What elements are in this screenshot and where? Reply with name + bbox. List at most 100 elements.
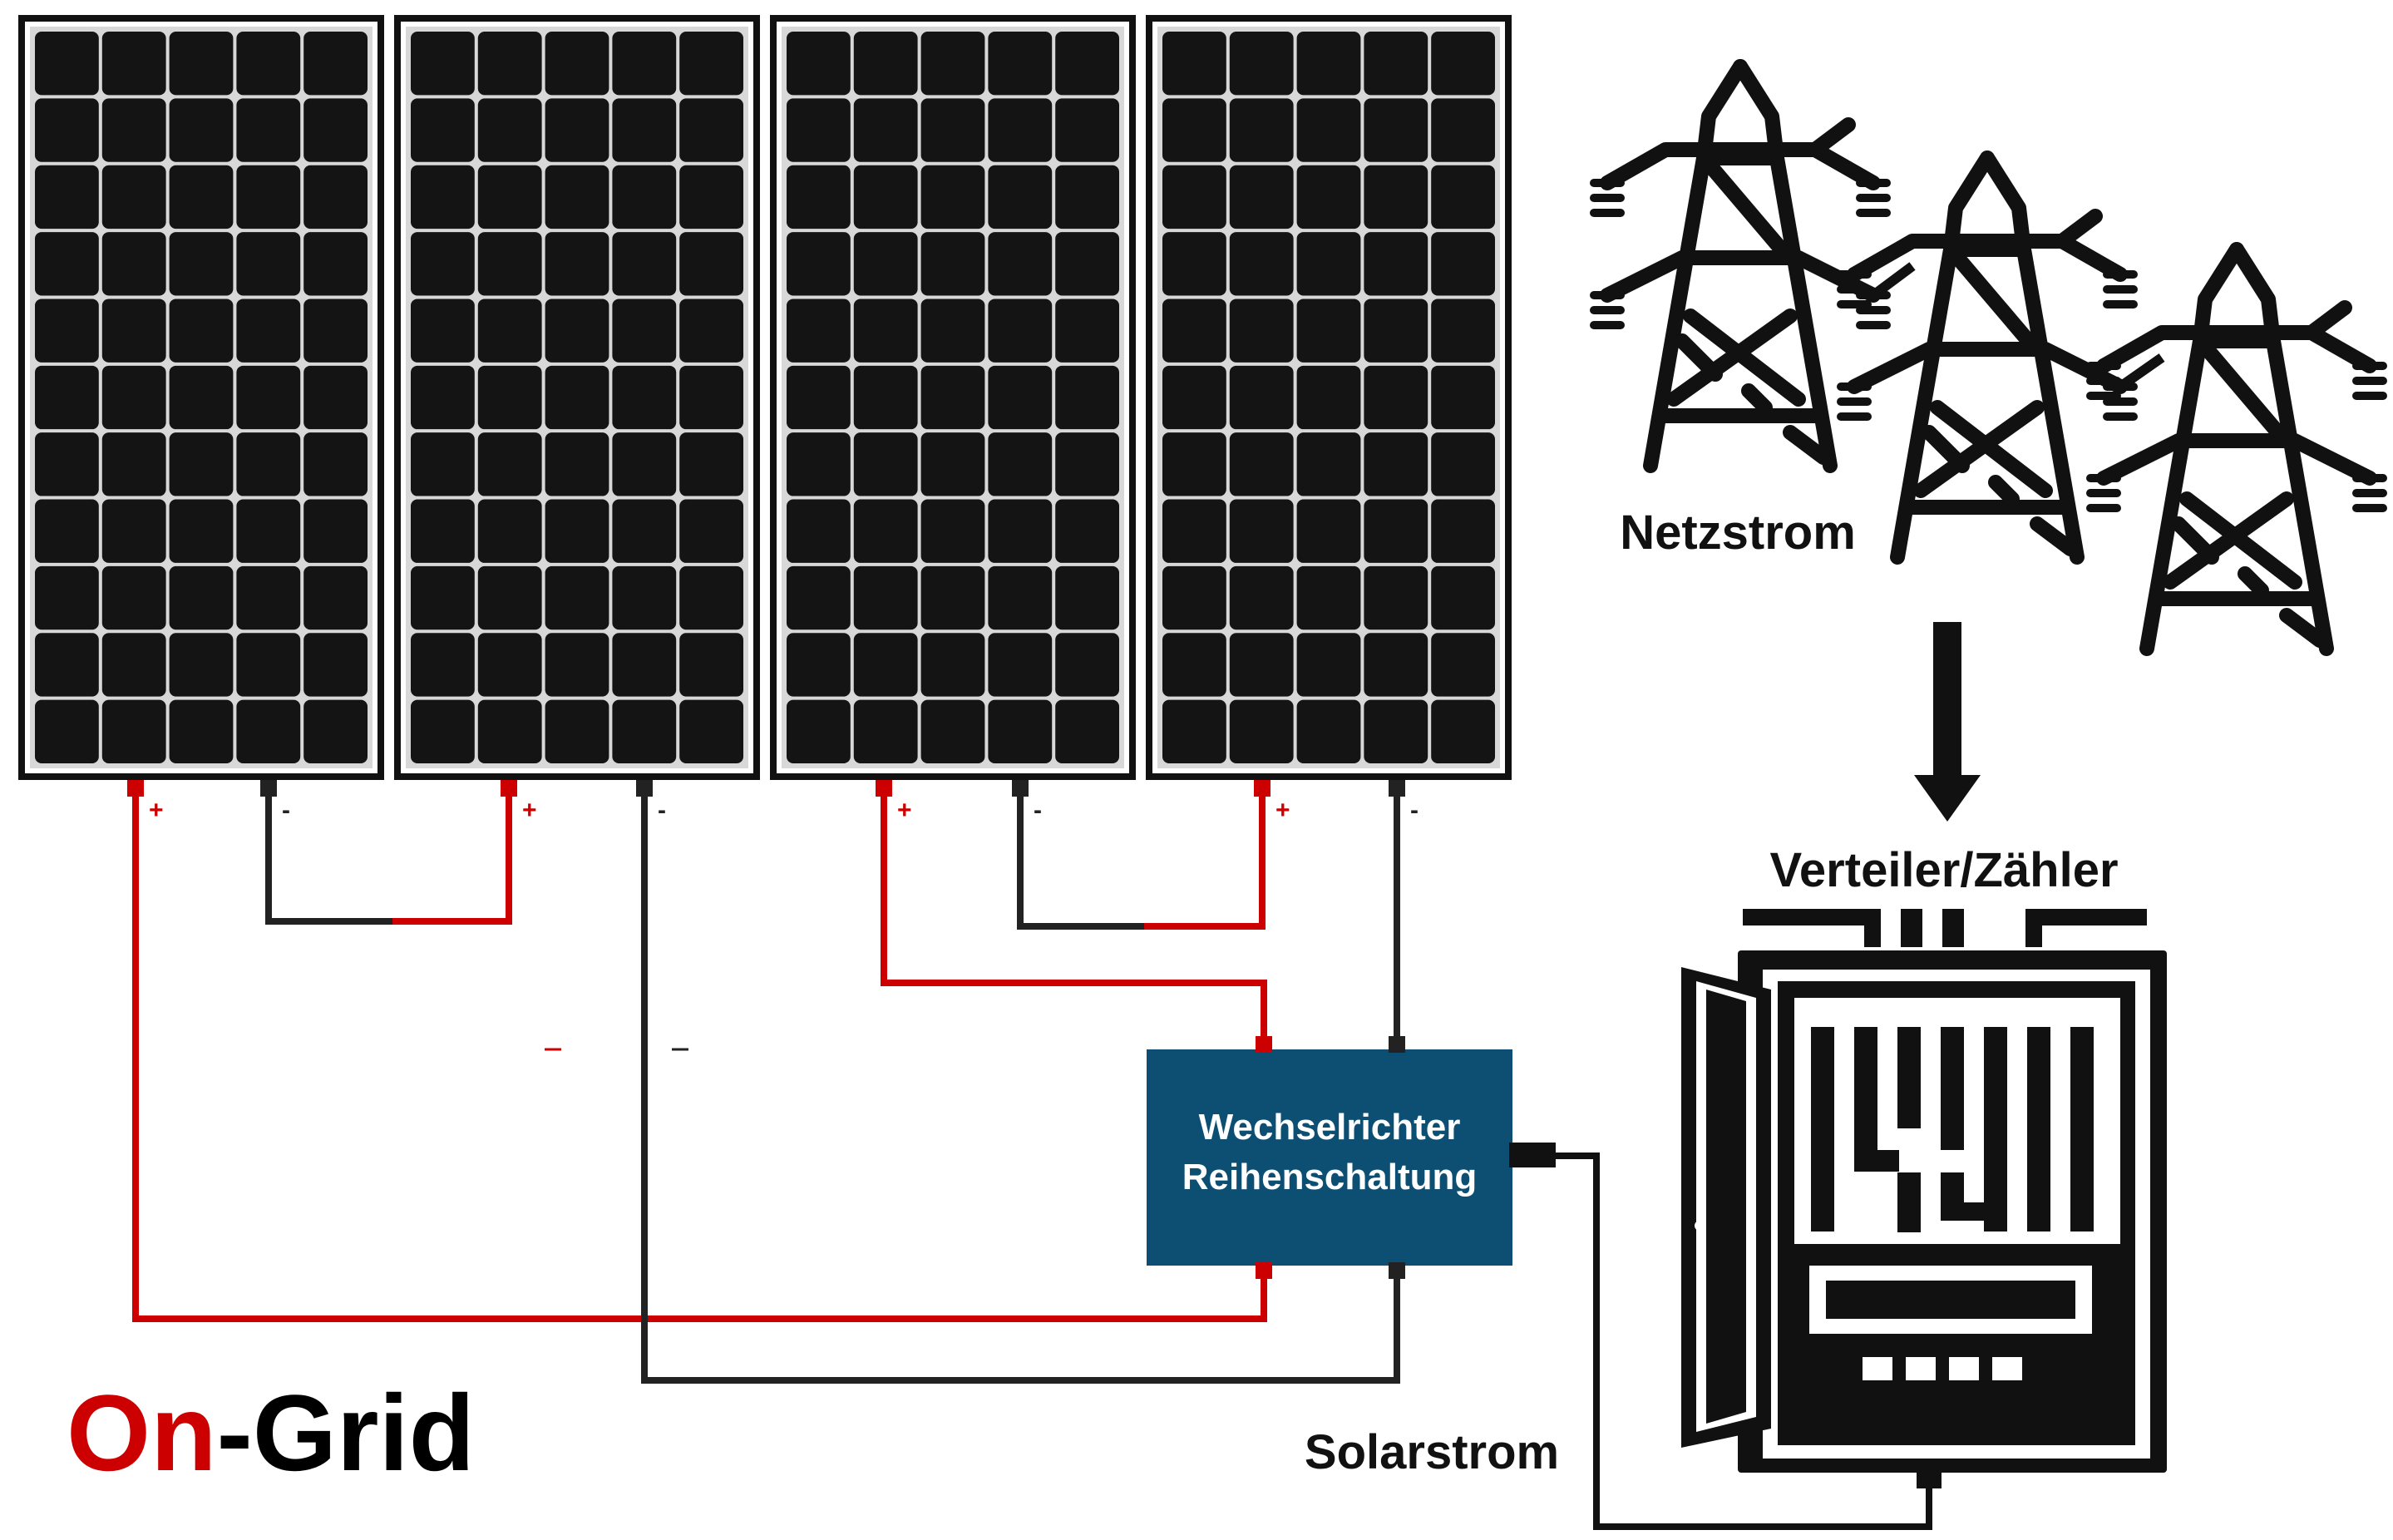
inverter: Wechselrichter Reihenschaltung (1147, 1036, 1556, 1279)
solar-cell (787, 32, 851, 96)
solar-cell (545, 432, 609, 496)
solar-cell (1162, 299, 1226, 363)
inverter-label-line1: Wechselrichter (1199, 1107, 1461, 1148)
solar-cell (612, 565, 677, 630)
solar-cell (920, 633, 985, 697)
solar-cell (679, 32, 743, 96)
solar-cell (679, 633, 743, 697)
solar-cell (1296, 699, 1361, 763)
solar-cell (169, 633, 234, 697)
solar-cell (988, 565, 1053, 630)
solar-cell (35, 98, 99, 162)
solar-cell (988, 432, 1053, 496)
power-towers (1590, 59, 2387, 656)
solar-cell (35, 565, 99, 630)
solar-cell (612, 365, 677, 430)
solar-cell (303, 633, 368, 697)
solar-cell (988, 633, 1053, 697)
terminal-minus-label: - (1410, 797, 1419, 824)
solar-cell (1055, 98, 1119, 162)
solar-cell (853, 232, 918, 296)
solar-cell (545, 232, 609, 296)
solar-cell (101, 32, 166, 96)
terminal-minus (636, 780, 653, 797)
solar-cell (545, 565, 609, 630)
wire-series-link-2-red (1141, 790, 1266, 930)
solar-cell (477, 565, 542, 630)
solar-cell (303, 432, 368, 496)
solar-cell (787, 699, 851, 763)
solar-cell (303, 499, 368, 563)
solar-cell (1229, 565, 1294, 630)
solar-cell (411, 365, 475, 430)
solar-cell (1229, 633, 1294, 697)
solar-cell (1162, 699, 1226, 763)
solar-cell (1364, 232, 1428, 296)
solar-cell (1296, 32, 1361, 96)
title-on: On (67, 1372, 217, 1493)
solar-cell (477, 365, 542, 430)
solar-cell (853, 32, 918, 96)
solar-cell (101, 299, 166, 363)
solar-cell (787, 633, 851, 697)
solar-cell (236, 365, 301, 430)
solar-cell (101, 98, 166, 162)
solar-cell (101, 365, 166, 430)
solar-cell (1431, 432, 1495, 496)
solar-cell (787, 165, 851, 230)
solar-cell (411, 432, 475, 496)
solar-cell (853, 299, 918, 363)
solar-cell (1229, 299, 1294, 363)
solar-cell (1364, 165, 1428, 230)
solar-cell (787, 499, 851, 563)
solar-panels (18, 15, 1512, 780)
solar-cell (1162, 232, 1226, 296)
solar-cell (477, 32, 542, 96)
solar-cell (612, 633, 677, 697)
solar-cell (1296, 98, 1361, 162)
solar-cell (411, 232, 475, 296)
solar-cell (545, 299, 609, 363)
solar-cell (169, 432, 234, 496)
solar-cell (920, 98, 985, 162)
solar-cell (236, 232, 301, 296)
solar-cell (1364, 699, 1428, 763)
solar-cell (1296, 365, 1361, 430)
solar-cell (101, 165, 166, 230)
solar-cell (853, 499, 918, 563)
solar-cell (101, 633, 166, 697)
solar-cell (1055, 432, 1119, 496)
terminal-minus-label: - (282, 797, 290, 824)
solar-cell (1229, 98, 1294, 162)
wire-series-link-1-red (389, 790, 512, 925)
solar-cell (1229, 499, 1294, 563)
wire-series-link-1-black (265, 790, 392, 925)
terminal-plus-label: + (149, 797, 164, 824)
inverter-plug-out-plus (1256, 1262, 1272, 1279)
solar-cell (988, 499, 1053, 563)
solar-cell (920, 299, 985, 363)
solar-cell (612, 499, 677, 563)
solar-cell (920, 165, 985, 230)
solar-cell (1229, 432, 1294, 496)
solar-cell (1162, 499, 1226, 563)
solar-cell (303, 365, 368, 430)
solar-cell (35, 633, 99, 697)
solar-cell (35, 699, 99, 763)
solar-cell (1364, 565, 1428, 630)
solar-cell (545, 499, 609, 563)
solar-cell (236, 299, 301, 363)
solar-cell (303, 32, 368, 96)
solar-cell (477, 432, 542, 496)
solar-cell (477, 499, 542, 563)
solar-cell (236, 699, 301, 763)
solar-cell (612, 232, 677, 296)
solar-cell (411, 32, 475, 96)
solar-cell (1229, 699, 1294, 763)
solar-cell (853, 633, 918, 697)
solar-cell (1162, 32, 1226, 96)
grid-to-meter-arrow-icon (1914, 622, 1981, 822)
terminal-plus (1254, 780, 1271, 797)
solar-cell (169, 299, 234, 363)
solar-cell (1296, 633, 1361, 697)
